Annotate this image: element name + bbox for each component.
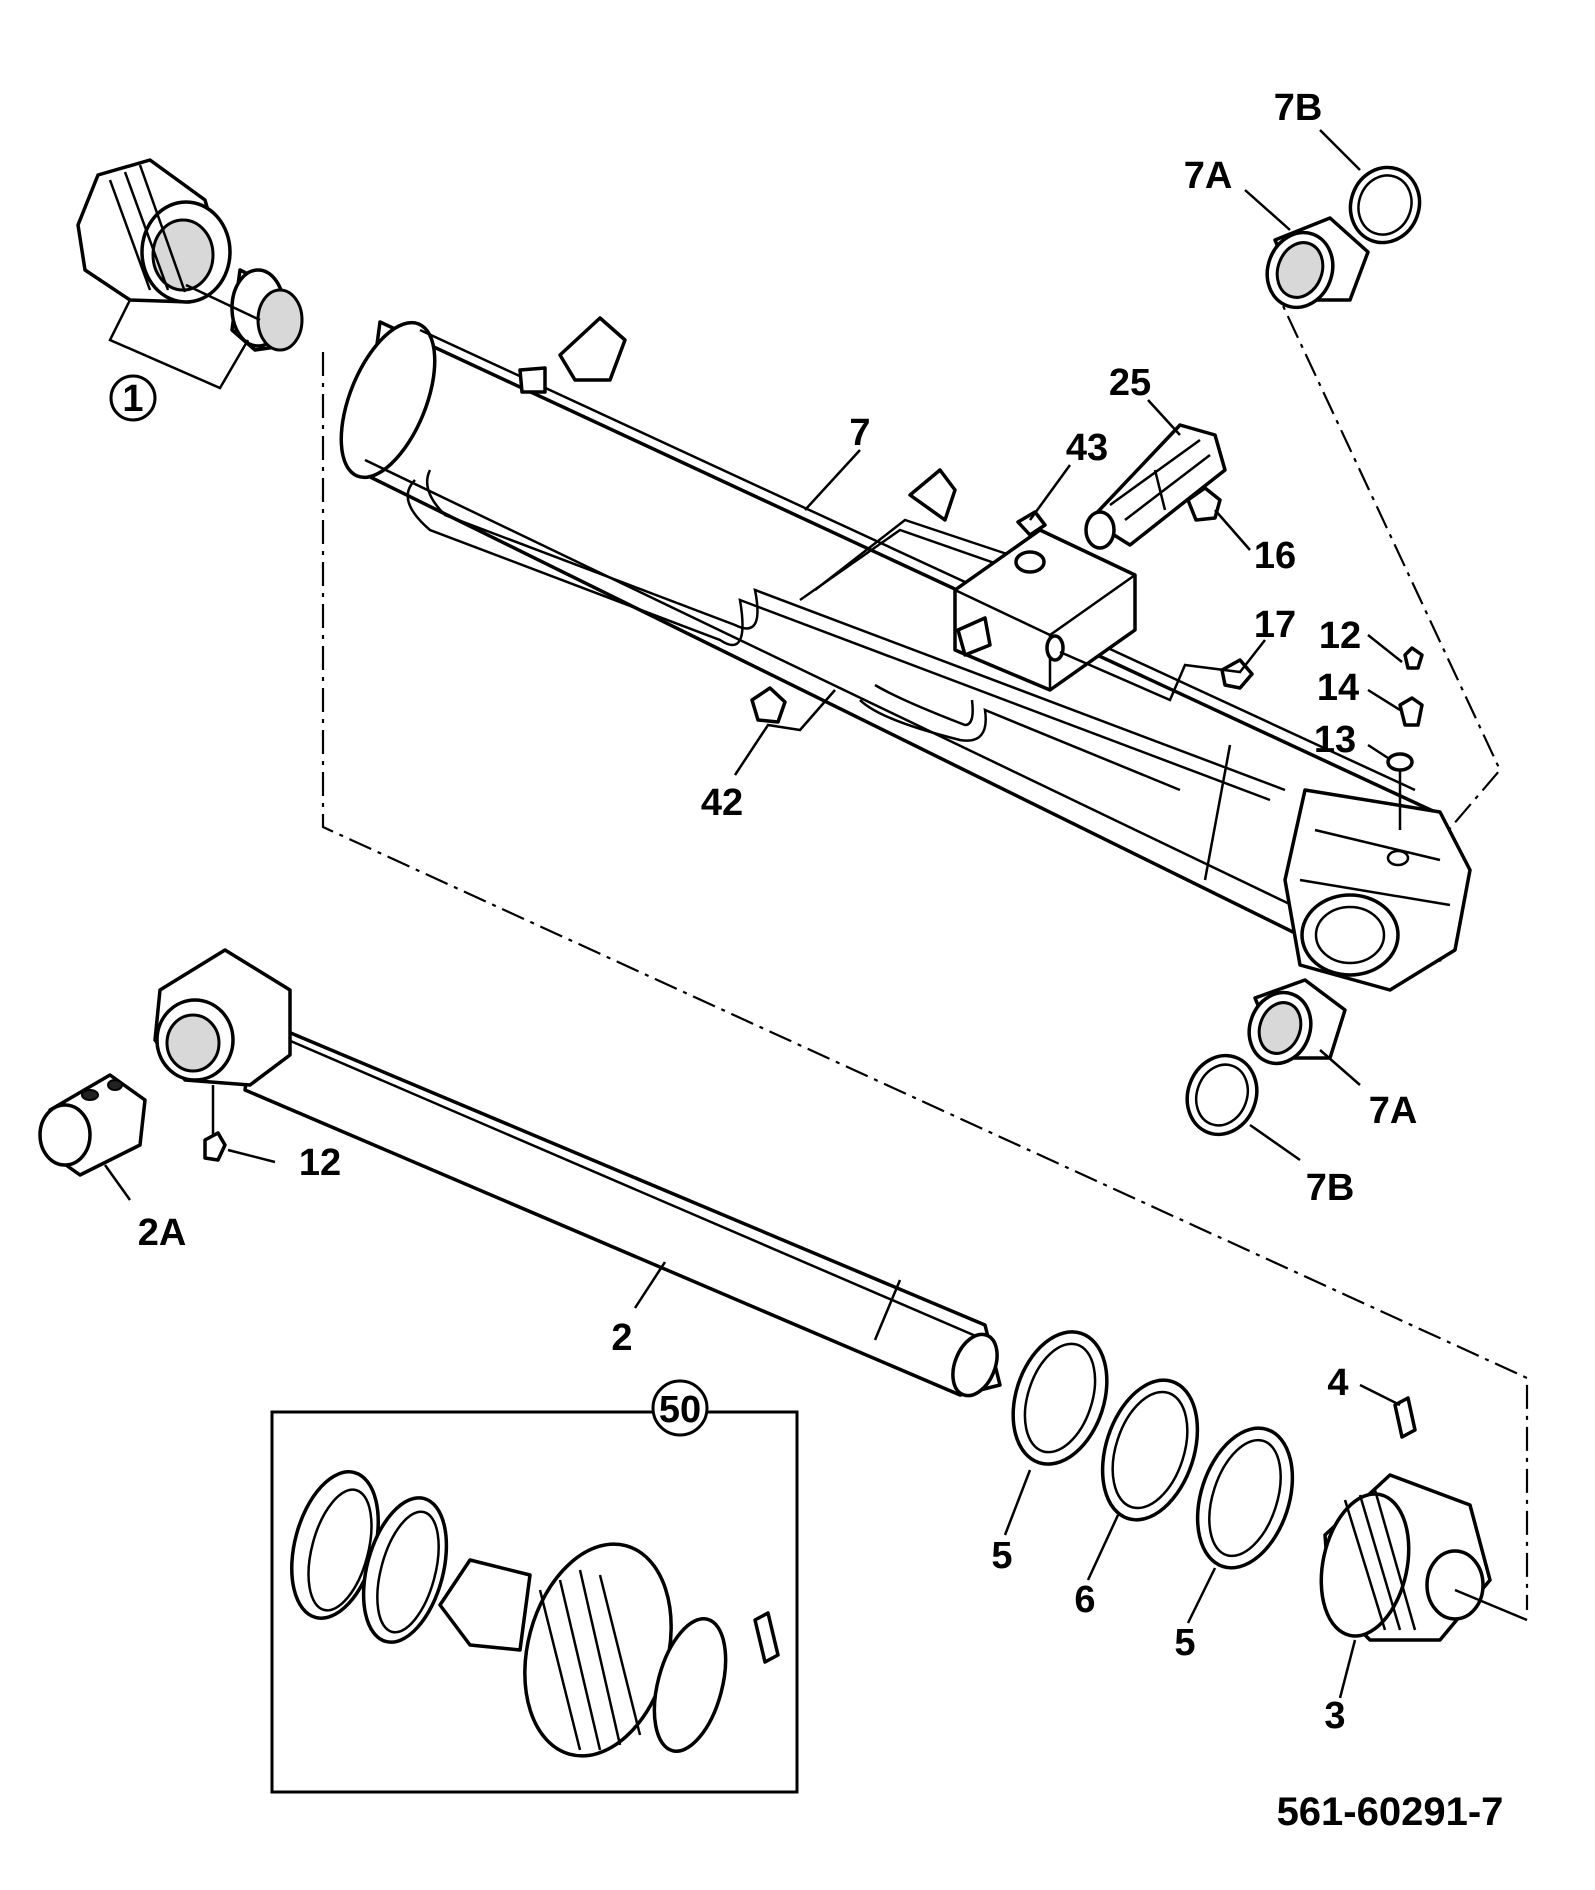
- callout-1-circle: [109, 374, 157, 422]
- part-25-cartridge-valve: [1084, 423, 1227, 550]
- part-6-seal: [1100, 1378, 1200, 1522]
- callout-13: 13: [1314, 719, 1356, 761]
- callout-5-first: 5: [991, 1535, 1012, 1577]
- callout-2A: 2A: [138, 1212, 187, 1254]
- callout-labels: 1 7B 7A 25 43 7 16 17 12 14 13 42 7A 7B …: [109, 87, 1418, 1737]
- callout-14: 14: [1317, 667, 1359, 709]
- callout-7: 7: [849, 412, 870, 454]
- part-2A-bush: [38, 1073, 147, 1177]
- callout-42: 42: [701, 782, 743, 824]
- callout-12-left: 12: [299, 1142, 341, 1184]
- callout-6: 6: [1074, 1579, 1095, 1621]
- part-16-plug: [1186, 486, 1222, 522]
- callout-7B-bottom: 7B: [1306, 1167, 1355, 1209]
- callout-12-top: 12: [1319, 615, 1361, 657]
- part-12-left-grease-nipple: [203, 1085, 227, 1162]
- valve-block: [953, 528, 1137, 692]
- callout-3: 3: [1324, 1695, 1345, 1737]
- callout-2: 2: [611, 1317, 632, 1359]
- part-42-plug: [750, 686, 787, 724]
- callout-16: 16: [1254, 535, 1296, 577]
- callout-50-circle: [651, 1379, 709, 1437]
- parts-12-14-13-grease-nipple-stack: [1386, 646, 1424, 867]
- assembly-dash-lines: [321, 277, 1529, 1610]
- parts-7A-7B-bottom: [1185, 978, 1347, 1137]
- part-43-plug: [1016, 510, 1047, 537]
- callout-5-second: 5: [1174, 1622, 1195, 1664]
- part-7-cylinder-tube: [339, 316, 1472, 992]
- part-3-piston: [1319, 1473, 1528, 1642]
- callout-7A-bottom: 7A: [1369, 1090, 1418, 1132]
- callout-50: 50: [659, 1389, 701, 1431]
- part-5-seal-b: [1195, 1426, 1295, 1570]
- callout-17: 17: [1254, 604, 1296, 646]
- leader-lines: [103, 129, 1403, 1699]
- part-2-piston-rod: [153, 948, 1002, 1398]
- callout-1: 1: [122, 378, 143, 420]
- callout-25: 25: [1109, 362, 1151, 404]
- callout-4: 4: [1327, 1362, 1348, 1404]
- part-5-seal-a: [1011, 1330, 1109, 1466]
- kit-50-box: [270, 1410, 799, 1794]
- part-1-gland-nut: [76, 158, 304, 390]
- callout-7A-top: 7A: [1184, 155, 1233, 197]
- callout-43: 43: [1066, 427, 1108, 469]
- parts-7A-7B-top: [1265, 165, 1422, 310]
- document-number: 561-60291-7: [1277, 1790, 1504, 1834]
- callout-7B-top: 7B: [1274, 87, 1323, 129]
- part-4-pin: [1393, 1396, 1417, 1439]
